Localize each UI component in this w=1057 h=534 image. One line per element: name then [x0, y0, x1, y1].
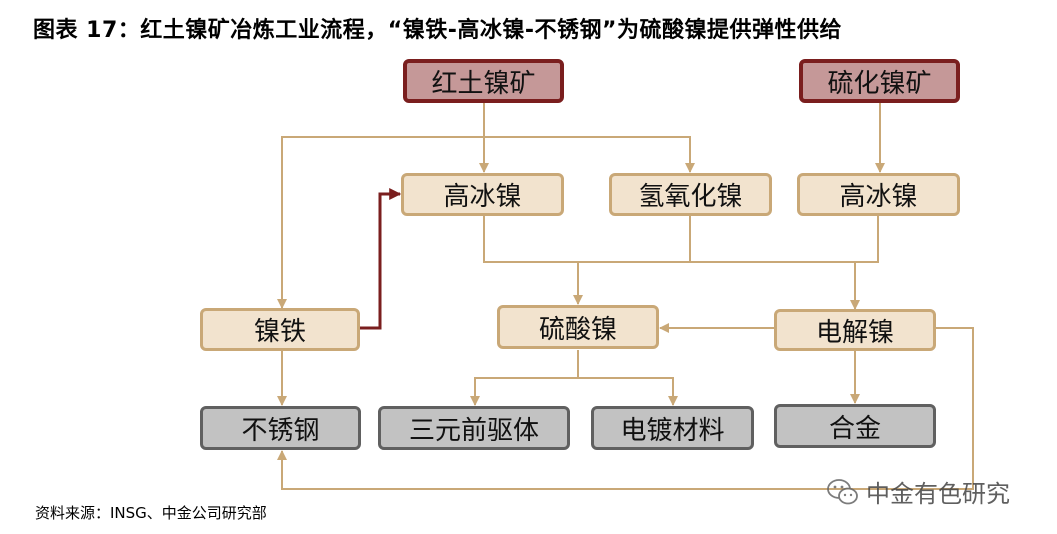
node-matte-left: 高冰镍: [401, 173, 564, 216]
edge-electrolytic-to-steel: [277, 327, 974, 490]
node-electrolytic-nickel: 电解镍: [774, 309, 936, 351]
node-nickel-sulfate: 硫酸镍: [497, 305, 659, 349]
node-plating: 电镀材料: [591, 406, 754, 450]
node-stainless-steel: 不锈钢: [200, 406, 361, 450]
node-laterite-ore: 红土镍矿: [403, 59, 564, 103]
edge-matte-left-down: [483, 216, 879, 263]
source-note: 资料来源：INSG、中金公司研究部: [35, 504, 267, 522]
watermark: 中金有色研究: [826, 474, 1010, 509]
edge-sulfate-split: [470, 350, 579, 406]
node-mhp: 氢氧化镍: [609, 173, 772, 216]
node-ferronickel: 镍铁: [200, 308, 360, 351]
watermark-text: 中金有色研究: [866, 480, 1010, 508]
wechat-icon: [827, 478, 858, 504]
node-precursor: 三元前驱体: [378, 406, 570, 450]
edge-ferronickel-to-matte: [360, 188, 402, 330]
edge-laterite-to-mhp: [484, 136, 695, 173]
node-sulfide-ore: 硫化镍矿: [799, 59, 960, 103]
node-matte-right: 高冰镍: [797, 173, 960, 216]
node-alloy: 合金: [774, 404, 936, 448]
edge-sulfate-to-plating: [578, 377, 678, 406]
edge-laterite-branch: [277, 136, 484, 309]
page-title: 图表 17：红土镍矿冶炼工业流程，“镍铁-高冰镍-不锈钢”为硫酸镍提供弹性供给: [33, 18, 842, 43]
